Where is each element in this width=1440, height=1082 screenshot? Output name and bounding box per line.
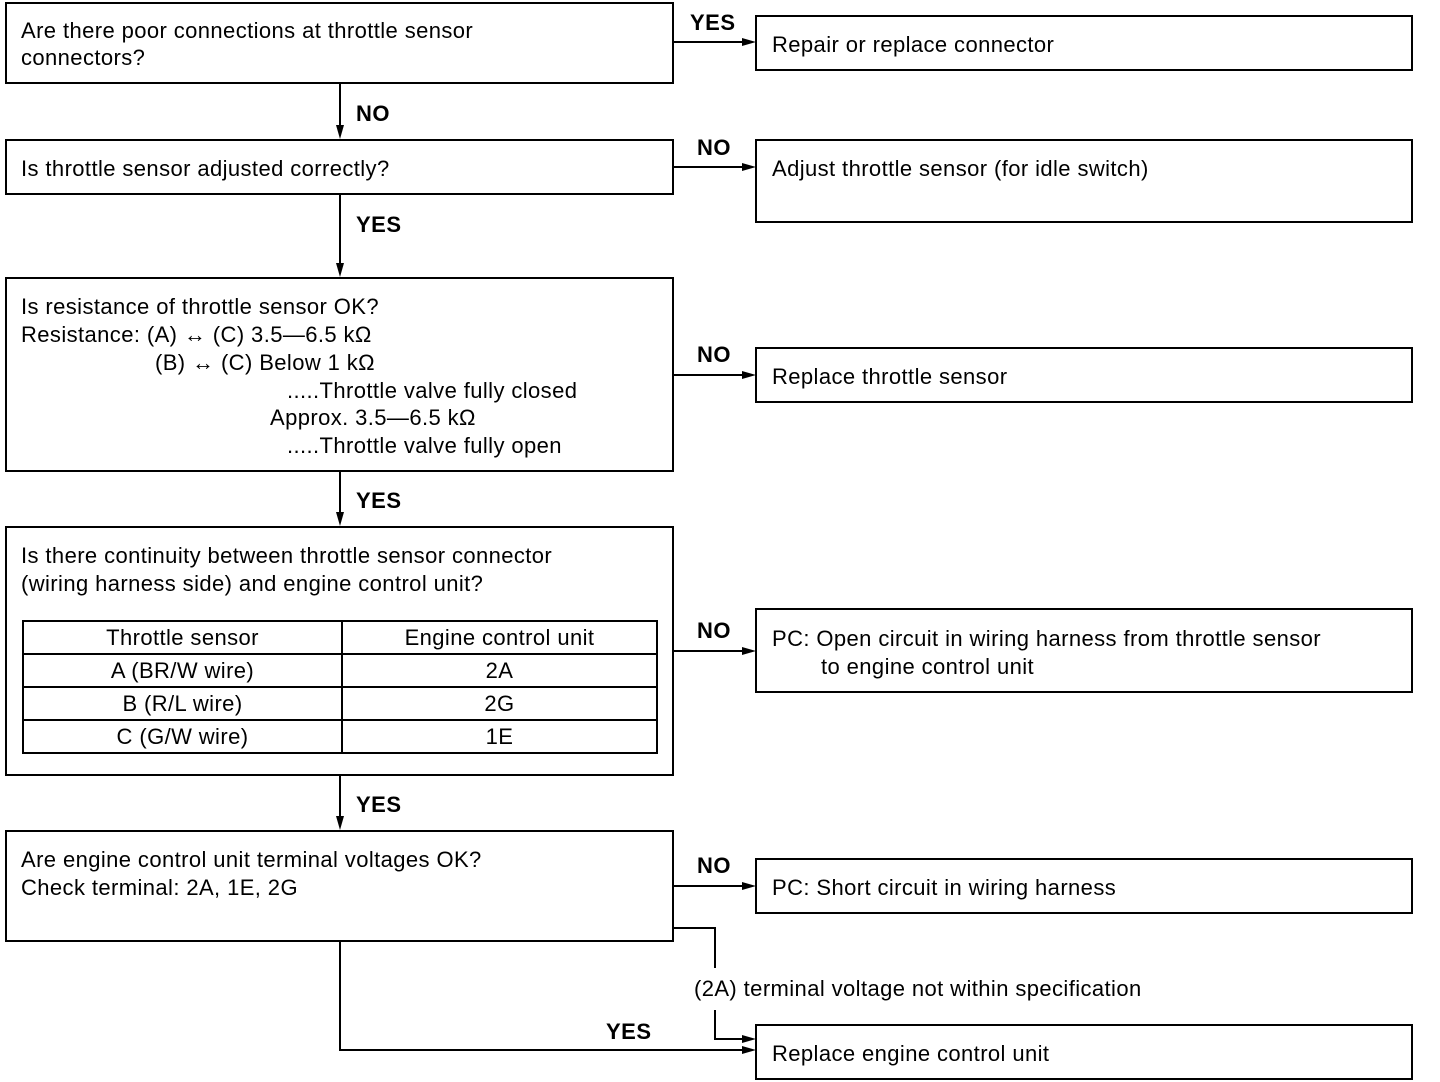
question-1-line-2: connectors? bbox=[21, 45, 146, 70]
question-3-line-3: (B) ↔ (C) Below 1 kΩ bbox=[155, 350, 376, 375]
branch-label-yes: YES bbox=[690, 10, 736, 35]
table-cell-ecu-terminal: 2G bbox=[341, 686, 658, 721]
action-4-line-1: PC: Open circuit in wiring harness from … bbox=[772, 626, 1321, 651]
action-2-text: Adjust throttle sensor (for idle switch) bbox=[772, 156, 1149, 181]
question-3-line-2: Resistance: (A) ↔ (C) 3.5—6.5 kΩ bbox=[21, 322, 372, 347]
table-row: C (G/W wire) 1E bbox=[22, 719, 658, 754]
continuity-table: Throttle sensor Engine control unit A (B… bbox=[22, 620, 658, 754]
question-3-line-5: Approx. 3.5—6.5 kΩ bbox=[270, 405, 476, 430]
table-row: A (BR/W wire) 2A bbox=[22, 653, 658, 688]
question-box-connections bbox=[5, 2, 674, 84]
table-row: B (R/L wire) 2G bbox=[22, 686, 658, 721]
question-3-line-1: Is resistance of throttle sensor OK? bbox=[21, 294, 379, 319]
table-header-row: Throttle sensor Engine control unit bbox=[22, 620, 658, 655]
question-4-line-1: Is there continuity between throttle sen… bbox=[21, 543, 553, 568]
table-cell-ecu-terminal: 2A bbox=[341, 653, 658, 688]
question-5-line-1: Are engine control unit terminal voltage… bbox=[21, 847, 482, 872]
question-box-resistance bbox=[5, 277, 674, 472]
question-1-line-1: Are there poor connections at throttle s… bbox=[21, 18, 474, 43]
branch-label-no: NO bbox=[356, 101, 390, 126]
question-box-adjustment bbox=[5, 139, 674, 195]
question-5-line-2: Check terminal: 2A, 1E, 2G bbox=[21, 875, 298, 900]
table-cell-sensor-terminal: B (R/L wire) bbox=[22, 686, 343, 721]
action-box-repair-connector bbox=[755, 15, 1413, 71]
branch-label-no: NO bbox=[697, 618, 731, 643]
action-6-text: Replace engine control unit bbox=[772, 1041, 1050, 1066]
branch-label-yes: YES bbox=[606, 1019, 652, 1044]
action-box-short-circuit bbox=[755, 858, 1413, 914]
table-cell-ecu-terminal: 1E bbox=[341, 719, 658, 754]
terminal-voltage-note: (2A) terminal voltage not within specifi… bbox=[694, 976, 1142, 1001]
action-box-open-circuit bbox=[755, 608, 1413, 693]
table-cell-sensor-terminal: A (BR/W wire) bbox=[22, 653, 343, 688]
question-2-line-1: Is throttle sensor adjusted correctly? bbox=[21, 156, 390, 181]
branch-label-yes: YES bbox=[356, 792, 402, 817]
branch-label-yes: YES bbox=[356, 488, 402, 513]
branch-label-yes: YES bbox=[356, 212, 402, 237]
action-5-text: PC: Short circuit in wiring harness bbox=[772, 875, 1117, 900]
branch-label-no: NO bbox=[697, 853, 731, 878]
table-cell-sensor-terminal: C (G/W wire) bbox=[22, 719, 343, 754]
question-3-line-6: .....Throttle valve fully open bbox=[287, 433, 562, 458]
action-3-text: Replace throttle sensor bbox=[772, 364, 1008, 389]
action-box-replace-ecu bbox=[755, 1024, 1413, 1080]
branch-label-no: NO bbox=[697, 135, 731, 160]
question-3-line-4: .....Throttle valve fully closed bbox=[287, 378, 578, 403]
branch-label-no: NO bbox=[697, 342, 731, 367]
table-header-throttle-sensor: Throttle sensor bbox=[22, 620, 343, 655]
action-1-text: Repair or replace connector bbox=[772, 32, 1055, 57]
action-box-adjust-sensor bbox=[755, 139, 1413, 223]
question-4-line-2: (wiring harness side) and engine control… bbox=[21, 571, 484, 596]
action-box-replace-sensor bbox=[755, 347, 1413, 403]
question-box-ecu-voltages bbox=[5, 830, 674, 942]
table-header-engine-control-unit: Engine control unit bbox=[341, 620, 658, 655]
action-4-line-2: to engine control unit bbox=[821, 654, 1035, 679]
